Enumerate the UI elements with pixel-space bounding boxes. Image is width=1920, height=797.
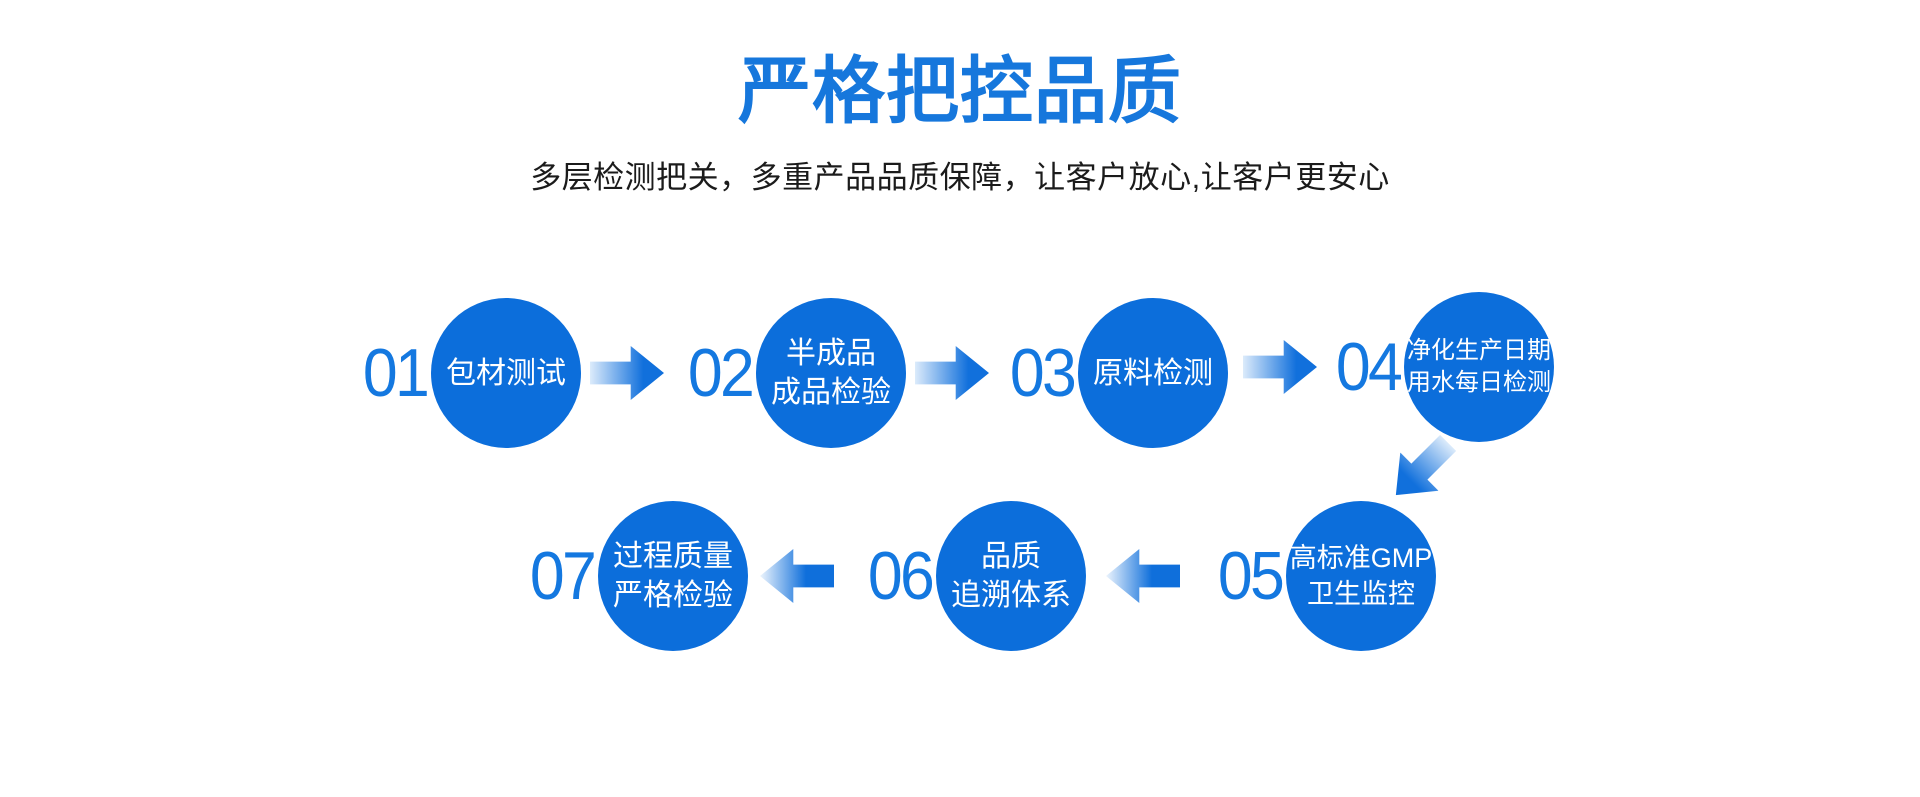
step-01-number: 01	[362, 335, 430, 411]
step-04: 04 净化生产日期 用水每日检测	[1308, 292, 1554, 442]
step-03-number: 03	[1009, 335, 1077, 411]
step-01: 01 包材测试	[335, 298, 581, 448]
step-07-label-line1: 过程质量	[613, 540, 733, 573]
step-04-label-line1: 净化生产日期	[1407, 337, 1551, 364]
step-02-circle: 半成品 成品检验	[756, 298, 906, 448]
step-02-label-line2: 成品检验	[771, 376, 891, 409]
step-03: 03 原料检测	[982, 298, 1228, 448]
step-06-label-line1: 品质	[981, 540, 1041, 573]
page-title: 严格把控品质	[738, 51, 1182, 132]
step-04-label-line2: 用水每日检测	[1407, 369, 1551, 396]
arrow-right-icon	[1243, 340, 1317, 394]
step-05-circle: 高标准GMP 卫生监控	[1286, 501, 1436, 651]
step-06-circle: 品质 追溯体系	[936, 501, 1086, 651]
arrow-left-icon	[1106, 549, 1180, 603]
step-07-number: 07	[529, 538, 597, 614]
step-03-label: 原料检测	[1093, 356, 1213, 390]
page-subtitle: 多层检测把关，多重产品品质保障，让客户放心,让客户更安心	[530, 160, 1390, 195]
step-04-number: 04	[1335, 329, 1403, 405]
step-06-number: 06	[867, 538, 935, 614]
step-02: 02 半成品 成品检验	[660, 298, 906, 448]
step-07-circle: 过程质量 严格检验	[598, 501, 748, 651]
step-01-label: 包材测试	[446, 356, 566, 390]
step-05-label-line2: 卫生监控	[1307, 579, 1415, 609]
step-03-circle: 原料检测	[1078, 298, 1228, 448]
step-07-label-line2: 严格检验	[613, 579, 733, 612]
step-05-number: 05	[1217, 538, 1285, 614]
step-05: 05 高标准GMP 卫生监控	[1190, 501, 1436, 651]
step-06: 06 品质 追溯体系	[840, 501, 1086, 651]
step-01-circle: 包材测试	[431, 298, 581, 448]
step-06-label-line2: 追溯体系	[951, 579, 1071, 612]
step-07: 07 过程质量 严格检验	[502, 501, 748, 651]
arrow-right-icon	[590, 346, 664, 400]
step-02-number: 02	[687, 335, 755, 411]
arrow-left-icon	[760, 549, 834, 603]
step-02-label-line1: 半成品	[786, 337, 876, 370]
step-05-label-line1: 高标准GMP	[1289, 543, 1433, 573]
step-04-circle: 净化生产日期 用水每日检测	[1404, 292, 1554, 442]
arrow-right-icon	[915, 346, 989, 400]
